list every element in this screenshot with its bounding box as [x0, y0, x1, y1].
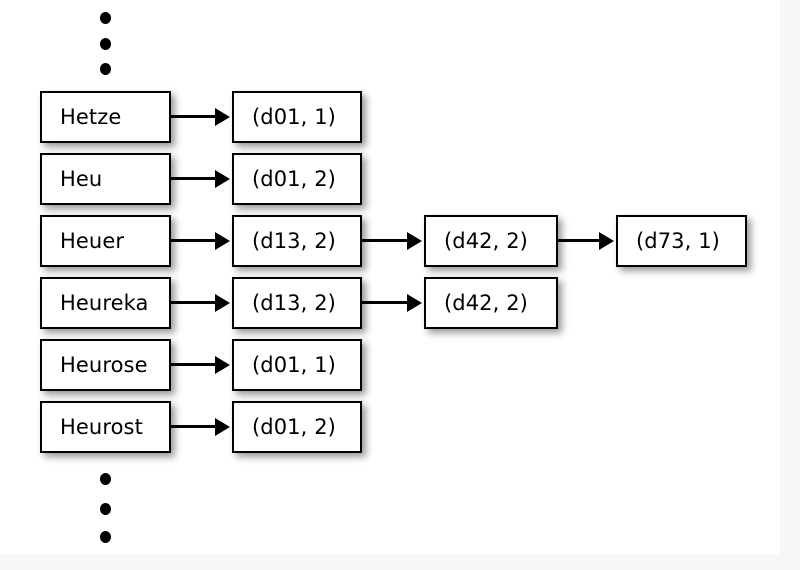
posting-node[interactable]: (d01, 1) — [232, 91, 362, 143]
term-node[interactable]: Heurose — [40, 339, 171, 391]
arrowhead-icon — [407, 294, 422, 312]
edge-posting-to-next — [362, 239, 408, 242]
edge-posting-to-next — [362, 301, 408, 304]
posting-node[interactable]: (d13, 2) — [232, 215, 362, 267]
ellipsis-dot — [100, 38, 111, 50]
posting-chain-node[interactable]: (d42, 2) — [424, 215, 558, 267]
arrowhead-icon — [215, 232, 230, 250]
arrowhead-icon — [215, 418, 230, 436]
term-node[interactable]: Hetze — [40, 91, 171, 143]
edge-term-to-posting — [171, 115, 217, 118]
posting-chain-node[interactable]: (d73, 1) — [616, 215, 747, 267]
arrowhead-icon — [215, 356, 230, 374]
ellipsis-dot — [100, 63, 111, 75]
arrowhead-icon — [215, 294, 230, 312]
ellipsis-dot — [100, 473, 111, 485]
arrowhead-icon — [215, 170, 230, 188]
posting-node[interactable]: (d01, 2) — [232, 401, 362, 453]
arrowhead-icon — [215, 108, 230, 126]
arrowhead-icon — [599, 232, 614, 250]
ellipsis-dot — [100, 12, 111, 24]
term-node[interactable]: Heurost — [40, 401, 171, 453]
posting-node[interactable]: (d01, 2) — [232, 153, 362, 205]
ellipsis-dot — [100, 503, 111, 515]
arrowhead-icon — [407, 232, 422, 250]
term-node[interactable]: Heuer — [40, 215, 171, 267]
edge-term-to-posting — [171, 177, 217, 180]
term-node[interactable]: Heu — [40, 153, 171, 205]
edge-posting-to-next — [558, 239, 602, 242]
posting-node[interactable]: (d13, 2) — [232, 277, 362, 329]
edge-term-to-posting — [171, 239, 217, 242]
posting-node[interactable]: (d01, 1) — [232, 339, 362, 391]
ellipsis-dot — [100, 531, 111, 543]
edge-term-to-posting — [171, 301, 217, 304]
edge-term-to-posting — [171, 363, 217, 366]
posting-chain-node[interactable]: (d42, 2) — [424, 277, 558, 329]
edge-term-to-posting — [171, 425, 217, 428]
term-node[interactable]: Heureka — [40, 277, 171, 329]
